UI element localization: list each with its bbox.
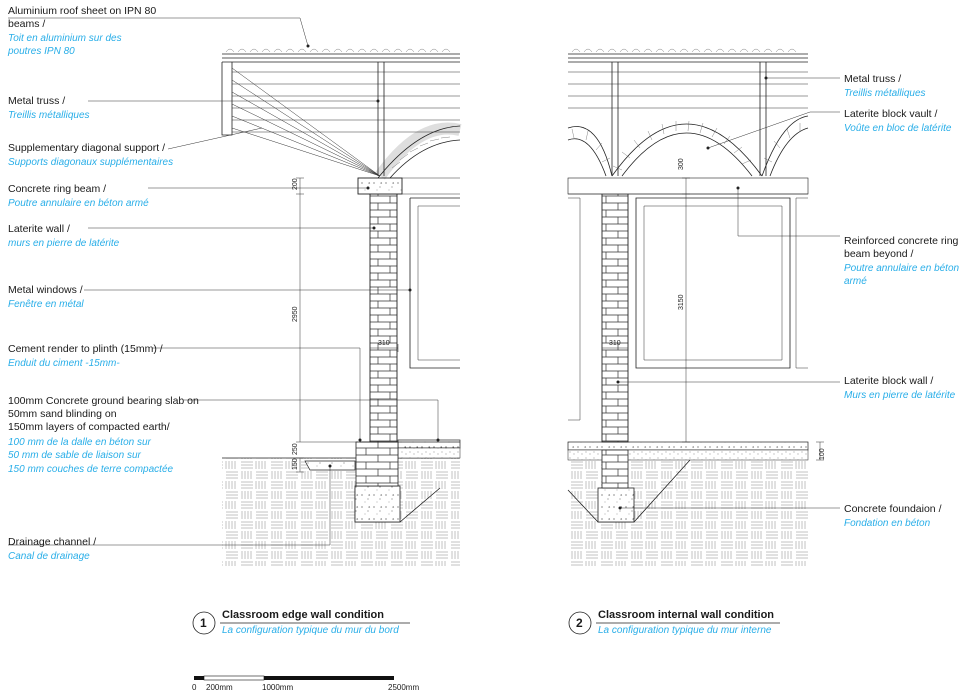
scale-label-1000: 1000mm — [262, 683, 293, 692]
scale-label-0: 0 — [192, 683, 197, 692]
foundation-right — [597, 487, 635, 523]
soil-left — [222, 458, 460, 566]
scale-label-2500: 2500mm — [388, 683, 419, 692]
dim-right-slab: 100 — [819, 448, 826, 460]
label-truss-right: Metal truss / Treillis métalliques — [844, 69, 926, 99]
ring-beam-right — [567, 177, 809, 195]
dim-left-ring: 200 — [292, 178, 299, 190]
dim-right-height: 3150 — [678, 294, 685, 310]
detail-2-number: 2 — [576, 616, 583, 630]
label-diagonal: Supplementary diagonal support / Support… — [8, 138, 173, 168]
detail-1-title: 1 Classroom edge wall condition La confi… — [192, 609, 410, 636]
detail-1-number-circle — [192, 611, 216, 635]
detail-2-drawing — [567, 48, 809, 566]
right-annotations: Metal truss / Treillis métalliques Later… — [844, 69, 960, 529]
detail-1-number: 1 — [200, 616, 207, 630]
label-slab: 100mm Concrete ground bearing slab on 50… — [8, 391, 203, 475]
dim-right-ring: 300 — [678, 158, 685, 170]
slab-right — [567, 441, 809, 451]
dim-left-wall: 310 — [378, 340, 390, 347]
plinth-right — [601, 449, 629, 489]
foundation-left — [354, 485, 401, 523]
laterite-wall-left — [369, 193, 398, 443]
sand-right — [567, 449, 809, 461]
detail-1-drawing — [221, 48, 462, 566]
label-ring-beam-right: Reinforced concrete ring beam beyond / P… — [844, 231, 960, 287]
detail-2-number-circle — [568, 611, 592, 635]
dimensions: 200 2950 250 150 310 300 3150 310 100 — [292, 158, 826, 473]
scale-label-200: 200mm — [206, 683, 233, 692]
slab-left — [397, 439, 461, 449]
detail-2-title-en: Classroom internal wall condition — [598, 609, 774, 621]
label-roof: Aluminium roof sheet on IPN 80 beams / T… — [7, 1, 161, 57]
dim-right-wall: 310 — [609, 340, 621, 347]
detail-1-title-fr: La configuration typique du mur du bord — [222, 625, 399, 636]
label-laterite-left: Laterite wall / murs en pierre de latéri… — [8, 219, 120, 249]
label-truss-left: Metal truss / Treillis métalliques — [8, 91, 90, 121]
ring-beam-left — [357, 177, 403, 195]
scale-bar: 0 200mm 1000mm 2500mm — [192, 675, 419, 692]
label-windows: Metal windows / Fenêtre en métal — [8, 280, 87, 310]
left-annotations: Aluminium roof sheet on IPN 80 beams / T… — [7, 1, 203, 562]
detail-2-title: 2 Classroom internal wall condition La c… — [568, 609, 780, 636]
leader-lines — [8, 17, 840, 546]
detail-1-title-en: Classroom edge wall condition — [222, 609, 384, 621]
detail-2-title-fr: La configuration typique du mur interne — [598, 625, 772, 636]
vault-arch-left — [375, 122, 462, 180]
dim-left-step: 150 — [292, 458, 299, 470]
label-foundation: Concrete foundaion / Fondation en béton — [844, 499, 946, 529]
sand-left — [397, 447, 461, 459]
dim-left-plinth: 250 — [292, 443, 299, 455]
plinth-left — [355, 441, 399, 487]
label-drainage: Drainage channel / Canal de drainage — [8, 532, 101, 562]
dim-left-height: 2950 — [292, 306, 299, 322]
laterite-wall-right — [601, 193, 629, 443]
label-wall-right: Laterite block wall / Murs en pierre de … — [844, 371, 956, 401]
label-ring-beam-left: Concrete ring beam / Poutre annulaire en… — [8, 179, 149, 209]
label-render: Cement render to plinth (15mm) / Enduit … — [8, 339, 167, 369]
label-vault: Laterite block vault / Voûte en bloc de … — [844, 104, 952, 134]
